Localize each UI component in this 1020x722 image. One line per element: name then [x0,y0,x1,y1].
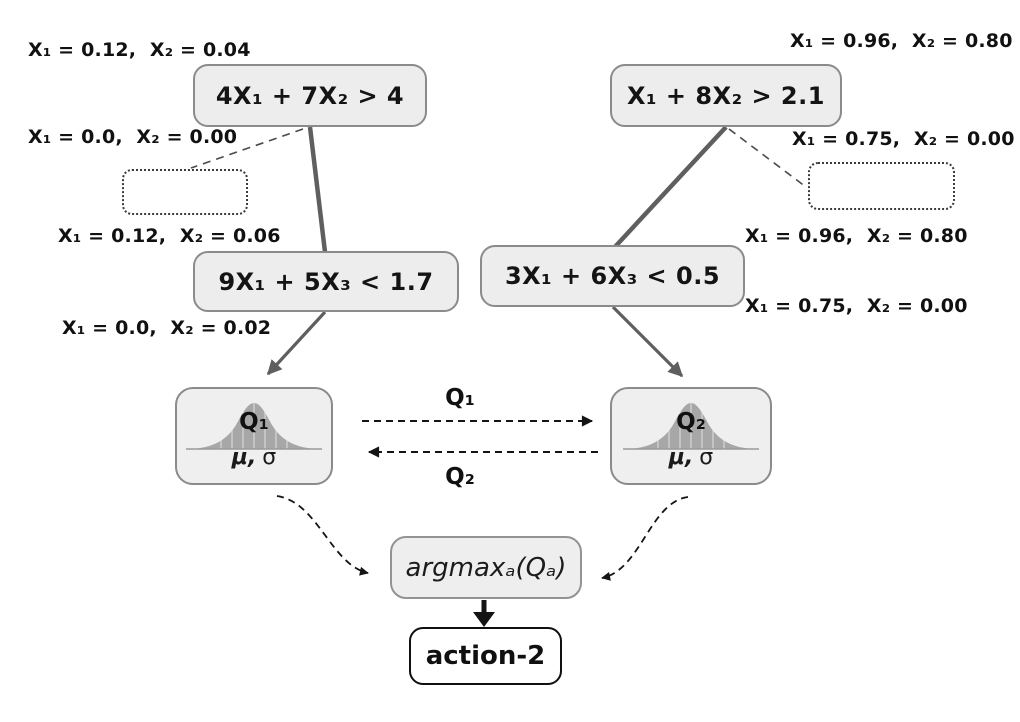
q1-node: Q₁ μ,σ [175,387,333,485]
edge-left-root-to-dotted-box [190,128,304,169]
edge-right-root-to-child [611,125,728,251]
edge-right-root-to-dotted-box [728,128,807,188]
arrow-q2-to-argmax [601,496,689,581]
condition-node-right-root: X₁ + 8X₂ > 2.1 [610,64,842,127]
mu-symbol: μ, [231,445,257,470]
exchange-label-q1: Q₁ [445,385,475,411]
dotted-leaf-box-right [808,162,955,210]
annotation-left-root-side: X₁ = 0.0, X₂ = 0.00 [28,126,238,148]
annotation-left-child-side: X₁ = 0.0, X₂ = 0.02 [62,317,272,339]
action-node: action-2 [409,627,562,685]
mu-symbol: μ, [668,445,694,470]
condition-label: 9X₁ + 5X₃ < 1.7 [218,267,434,296]
condition-label: 4X₁ + 7X₂ > 4 [215,81,405,110]
condition-label: 3X₁ + 6X₃ < 0.5 [504,262,721,290]
q1-label: Q₁ [239,409,269,435]
gaussian-curve-icon [623,403,759,450]
q2-params: μ,σ [612,445,770,470]
arrow-left-child-to-q1 [266,310,327,376]
argmax-label: argmaxₐ(Qₐ) [405,552,567,583]
q1-params: μ,σ [177,445,331,470]
arrow-q1-to-argmax [276,495,369,576]
condition-label: X₁ + 8X₂ > 2.1 [627,81,825,110]
condition-node-left-child: 9X₁ + 5X₃ < 1.7 [193,251,459,312]
action-label: action-2 [425,641,546,671]
annotation-left-child-top: X₁ = 0.12, X₂ = 0.06 [58,225,281,247]
dotted-leaf-box-left [122,169,248,215]
annotation-right-root-side: X₁ = 0.75, X₂ = 0.00 [792,128,1015,150]
condition-node-right-child: 3X₁ + 6X₃ < 0.5 [480,245,745,307]
q2-node: Q₂ μ,σ [610,387,772,485]
condition-node-left-root: 4X₁ + 7X₂ > 4 [193,64,427,127]
edge-left-root-to-child [307,126,328,253]
annotation-right-child-side: X₁ = 0.75, X₂ = 0.00 [745,295,968,317]
sigma-symbol: σ [262,445,277,470]
q2-label: Q₂ [676,409,706,435]
arrow-right-child-to-q2 [611,305,684,378]
argmax-node: argmaxₐ(Qₐ) [390,536,582,599]
annotation-right-child-top: X₁ = 0.96, X₂ = 0.80 [745,225,968,247]
exchange-label-q2: Q₂ [445,464,475,490]
gaussian-curve-icon [186,403,322,450]
arrowhead-argmax-to-action [473,612,495,627]
annotation-left-root-top: X₁ = 0.12, X₂ = 0.04 [28,39,251,61]
sigma-symbol: σ [699,445,714,470]
annotation-right-root-top: X₁ = 0.96, X₂ = 0.80 [790,30,1013,52]
